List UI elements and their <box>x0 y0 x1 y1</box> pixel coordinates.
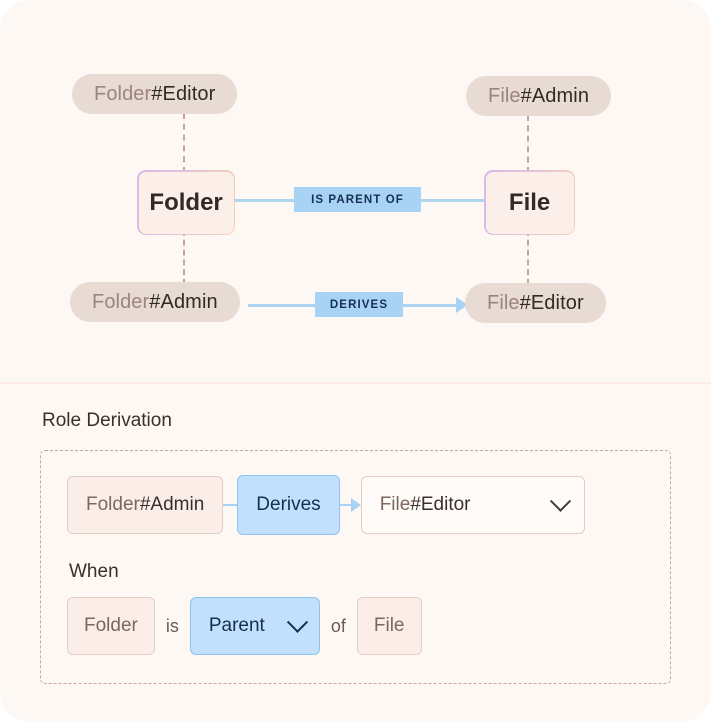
edge-line-derives-left <box>248 304 316 307</box>
edge-line-derives-right <box>402 304 458 307</box>
role-pill-file-editor[interactable]: File#Editor <box>465 283 606 323</box>
edge-line-parent-right <box>420 199 486 202</box>
rule-arrow-shaft <box>339 503 351 507</box>
relationship-diagram: Folder#Editor File#Admin Folder#Admin Fi… <box>0 74 711 384</box>
entity-node-label: File <box>508 188 551 216</box>
panel-title: Role Derivation <box>42 410 172 431</box>
entity-node-file-inner: File <box>485 171 574 234</box>
rule-arrow-head <box>350 498 361 512</box>
when-relation-select[interactable]: Parent <box>189 597 320 655</box>
role-pill-relation: #Admin <box>149 290 218 313</box>
when-condition-row: Folder is Parent of File <box>67 597 670 655</box>
role-pill-folder-admin[interactable]: Folder#Admin <box>70 282 240 322</box>
rule-source-chip[interactable]: Folder#Admin <box>67 476 224 534</box>
rule-target-value: File#Editor <box>380 494 471 516</box>
role-pill-entity: Folder <box>94 82 152 105</box>
role-pill-relation: #Editor <box>151 82 216 105</box>
entity-node-folder[interactable]: Folder <box>137 170 235 235</box>
dashed-connector-file-admin <box>527 115 529 173</box>
rule-target-select[interactable]: File#Editor <box>360 476 585 534</box>
role-pill-folder-editor[interactable]: Folder#Editor <box>72 74 238 114</box>
when-relation-value: Parent <box>208 615 265 636</box>
when-label: When <box>69 561 119 582</box>
when-preposition-text: of <box>330 615 346 636</box>
role-pill-file-admin[interactable]: File#Admin <box>466 76 612 116</box>
dashed-connector-folder-admin <box>183 230 185 285</box>
dashed-connector-folder-editor <box>183 113 185 173</box>
rule-target-relation: #Editor <box>410 494 471 515</box>
rule-source-relation: #Admin <box>139 494 205 515</box>
edge-label-is-parent-of[interactable]: IS PARENT OF <box>294 187 421 212</box>
when-object-chip[interactable]: File <box>356 597 422 655</box>
when-verb-text: is <box>165 615 179 636</box>
when-subject-chip[interactable]: Folder <box>67 597 155 655</box>
rule-target-entity: File <box>379 494 411 515</box>
edge-line-parent-left <box>230 199 295 202</box>
chevron-down-icon <box>549 490 571 512</box>
role-pill-entity: File <box>488 84 521 107</box>
derivation-rule-row: Folder#Admin Derives File#Editor <box>67 475 670 535</box>
entity-node-label: Folder <box>149 188 223 216</box>
chevron-down-icon <box>286 611 308 633</box>
entity-node-file[interactable]: File <box>484 170 575 235</box>
rule-connector-line <box>223 503 238 507</box>
role-pill-entity: Folder <box>92 290 150 313</box>
rule-operator-button[interactable]: Derives <box>237 475 340 535</box>
role-derivation-panel: Role Derivation Folder#Admin Derives Fil… <box>0 384 711 684</box>
rule-editor-container: Folder#Admin Derives File#Editor When Fo… <box>40 450 671 684</box>
rule-arrow-icon <box>339 498 361 512</box>
edge-label-derives[interactable]: DERIVES <box>315 292 403 317</box>
role-pill-relation: #Admin <box>520 84 590 107</box>
rule-source-entity: Folder <box>86 494 140 515</box>
role-pill-entity: File <box>487 291 520 314</box>
entity-node-folder-inner: Folder <box>138 171 234 234</box>
dashed-connector-file-editor <box>527 230 529 285</box>
role-pill-relation: #Editor <box>519 291 584 314</box>
